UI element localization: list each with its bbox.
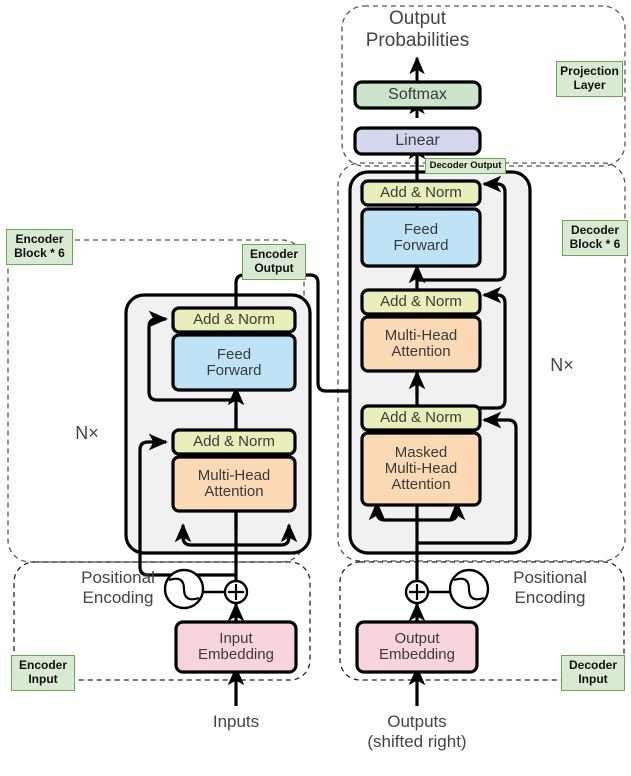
decoder-multi-head-attention-box[interactable] (360, 315, 482, 373)
decoder-sum-plus (409, 584, 425, 600)
decoder-add-norm-2-box[interactable] (360, 288, 482, 316)
decoder-input-region (339, 561, 625, 681)
decoder-block-tag: Decoder Block * 6 (562, 220, 628, 256)
encoder-sum-plus (228, 584, 244, 600)
softmax-box[interactable] (353, 80, 482, 110)
encoder-add-norm-2-box[interactable] (171, 428, 297, 456)
decoder-residual-3 (417, 411, 518, 545)
decoder-masked-multi-head-attention-box[interactable] (360, 431, 482, 507)
decoder-pe-wave-icon (453, 577, 485, 601)
decoder-masked-left-branch (368, 501, 417, 522)
decoder-feed-forward-box[interactable] (360, 207, 482, 268)
decoder-residual-1 (417, 175, 507, 282)
encoder-feed-forward-box[interactable] (171, 333, 297, 392)
encoder-selfattn-residual-bus (174, 523, 236, 547)
input-embedding-box[interactable] (174, 620, 298, 674)
decoder-add-norm-3-box[interactable] (360, 404, 482, 432)
encoder-add-norm-1-box[interactable] (171, 306, 297, 334)
projection-layer-tag: Projection Layer (556, 61, 623, 97)
decoder-input-tag: Decoder Input (561, 655, 625, 691)
decoder-residual-2 (417, 286, 507, 410)
linear-box[interactable] (353, 126, 482, 156)
encoder-residual-2 (147, 310, 236, 402)
encoder-input-tag: Encoder Input (11, 655, 75, 691)
encoder-multi-head-attention-box[interactable] (171, 455, 297, 513)
decoder-add-norm-1-box[interactable] (360, 179, 482, 207)
encoder-selfattn-right-branch (236, 523, 298, 547)
encoder-residual-1 (138, 433, 236, 577)
decoder-output-tag: Decoder Output (425, 158, 506, 174)
encoder-block-tag: Encoder Block * 6 (6, 229, 73, 265)
decoder-masked-right-branch (417, 501, 466, 522)
encoder-output-tag: Encoder Output (242, 244, 306, 280)
encoder-output-line (234, 273, 392, 393)
output-embedding-box[interactable] (355, 620, 479, 674)
encoder-pe-wave-icon (168, 577, 200, 601)
encoder-input-region (13, 561, 311, 681)
